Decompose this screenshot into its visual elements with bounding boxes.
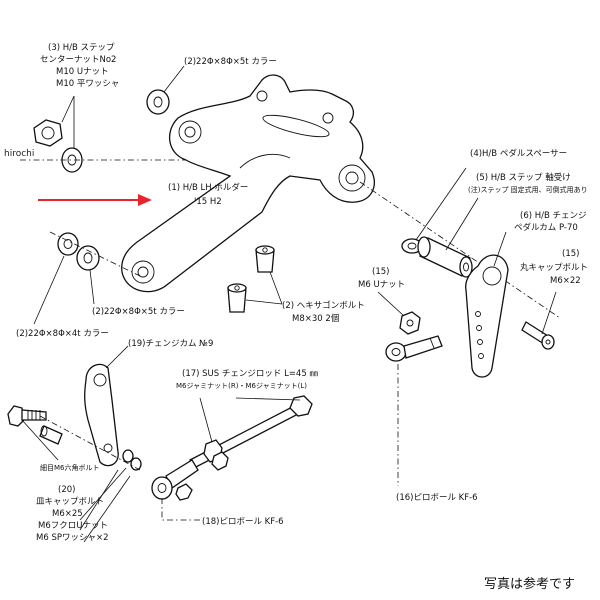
label-p1-line1: (1) H/B LH ホルダー: [168, 182, 248, 193]
rod-end-kf6-left: [151, 459, 199, 501]
label-p15-mid-line2: M6 Uナット: [358, 280, 405, 290]
label-p3-title: (3) H/B ステップ: [48, 43, 115, 53]
change-pedal-cam: [465, 254, 509, 378]
label-p4: (4)H/B ペダルスペーサー: [470, 148, 567, 159]
label-p1-line2: '15 H2: [194, 197, 222, 207]
label-bolt-small: 細目M6六角ボルト: [40, 463, 100, 472]
label-p6-line2: ペダルカム P-70: [514, 222, 578, 233]
washer-small-2: [130, 457, 142, 471]
label-p18: (18)ピロボール KF-6: [202, 517, 284, 527]
label-p20-line1: (20): [58, 485, 75, 495]
washer-small-1: [122, 449, 134, 463]
hexagon-bolt-2: [227, 283, 247, 313]
label-p15-right-line1: (15): [562, 249, 579, 259]
label-p15-right-line3: M6×22: [550, 276, 581, 286]
step-shaft: [417, 236, 473, 278]
collar-top: [146, 89, 170, 115]
label-p3-line3: M10 平ワッシャ: [56, 79, 119, 89]
hex-bolt-m6-fine: [7, 405, 47, 427]
m6-u-nut: [399, 311, 421, 335]
watermark: hirochi: [4, 149, 34, 159]
collar-left-5t: [76, 245, 100, 271]
label-p20-line5: M6 SPワッシャ×2: [36, 533, 109, 543]
label-p5-line1: (5) H/B ステップ 軸受け: [476, 172, 571, 183]
label-p17-line2: M6ジャミナット(R)・M6ジャミナット(L): [176, 382, 307, 390]
dome-nut-m6: [39, 425, 63, 445]
label-p2-left-5t: (2)22Φ×8Φ×5t カラー: [92, 307, 185, 317]
red-arrow-icon: [38, 194, 152, 206]
pedal-spacer: [401, 238, 423, 254]
sus-change-rod: [189, 395, 313, 471]
label-p2-mid-line1: (2) ヘキサゴンボルト: [282, 300, 365, 311]
hexagon-bolt-1: [255, 245, 275, 273]
label-p2-top: (2)22Φ×8Φ×5t カラー: [184, 57, 277, 67]
label-p2-mid-line2: M8×30 2個: [292, 313, 339, 324]
label-p20-line2: 皿キャップボルト: [36, 497, 104, 507]
rod-end-kf6-right: [385, 335, 443, 362]
label-p3-line1: センターナットNo2: [40, 55, 116, 65]
label-p5-line2: (注)ステップ 固定式用、可倒式用あり: [468, 185, 588, 194]
label-p15-right-line2: 丸キャップボルト: [520, 262, 588, 273]
label-p17-line1: (17) SUS チェンジロッド L=45 ㎜: [182, 369, 318, 379]
label-p2-left-4t: (2)22Φ×8Φ×4t カラー: [16, 329, 109, 339]
label-p20-line4: M6フクロUナット: [38, 521, 108, 531]
cap-bolt-m6x22: [521, 321, 555, 350]
label-p19: (19)チェンジカム №9: [128, 339, 213, 349]
label-p16: (16)ピロボール KF-6: [396, 493, 478, 503]
label-p6-line1: (6) H/B チェンジ: [520, 211, 587, 221]
label-p20-line3: M6×25: [52, 509, 83, 519]
label-p3-line2: M10 Uナット: [56, 67, 109, 77]
change-cam-no9: [84, 363, 119, 467]
m10-nut: [33, 119, 63, 147]
footer-note: 写真は参考です: [484, 576, 575, 592]
label-p15-mid-line1: (15): [372, 267, 389, 277]
lh-holder-plate: [121, 74, 375, 293]
